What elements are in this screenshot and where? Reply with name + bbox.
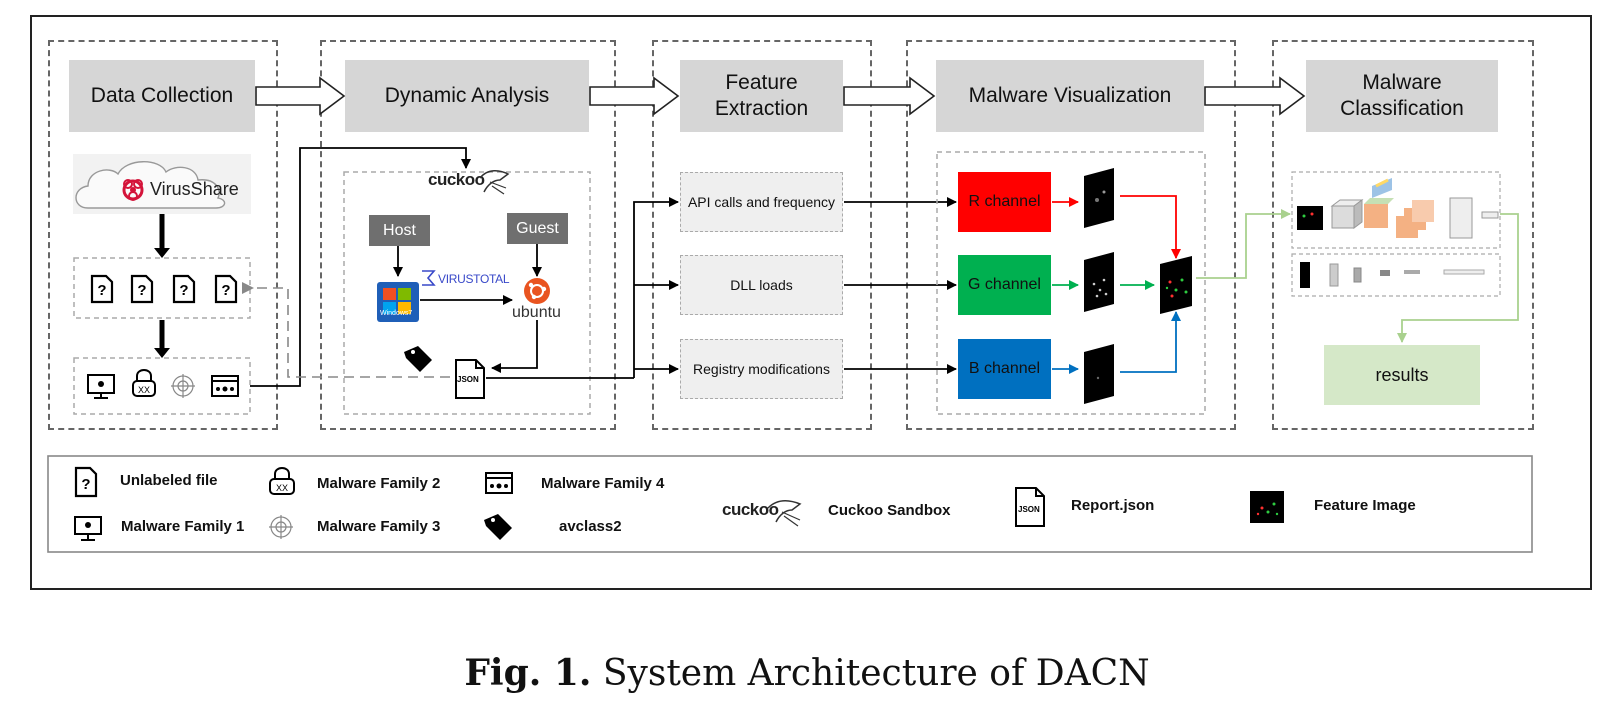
legend-report: Report.json (1071, 497, 1155, 514)
feature-dll-loads: DLL loads (680, 255, 843, 315)
json-file-label: JSON (457, 375, 479, 384)
guest-box: Guest (507, 213, 568, 244)
results-label: results (1375, 364, 1429, 385)
cloud-icon (73, 154, 251, 214)
r-channel-label: R channel (968, 193, 1041, 210)
legend-family-2: Malware Family 2 (317, 475, 441, 492)
feature-image-icon (1250, 491, 1284, 523)
biohazard-icon (122, 179, 144, 201)
caption-text: System Architecture of DACN (602, 653, 1150, 694)
g-channel-image (1084, 252, 1114, 312)
window-bug-icon (485, 472, 513, 494)
svg-text:?: ? (81, 476, 90, 493)
stage-malware-classification (1272, 40, 1534, 430)
svg-text:XX: XX (138, 385, 150, 395)
combined-feature-image (1160, 256, 1192, 314)
stage-data-collection (48, 40, 278, 430)
diagram-frame (30, 15, 1592, 590)
json-file-icon (1015, 487, 1045, 527)
caption-label: Fig. 1. (464, 652, 592, 694)
tag-icon (484, 514, 512, 540)
feature-registry: Registry modifications (680, 339, 843, 399)
legend-family-1: Malware Family 1 (121, 518, 245, 535)
header-data-collection: Data Collection (69, 60, 255, 132)
svg-text:?: ? (137, 282, 146, 299)
header-malware-visualization: Malware Visualization (936, 60, 1204, 132)
svg-text:?: ? (221, 282, 230, 299)
stage-arrow-2 (589, 76, 680, 116)
windows-logo-icon (377, 282, 419, 322)
svg-text:?: ? (179, 282, 188, 299)
virusshare-label: VirusShare (150, 179, 239, 199)
json-file-icon (455, 359, 485, 399)
b-channel-label: B channel (968, 360, 1041, 377)
header-dynamic-analysis: Dynamic Analysis (345, 60, 589, 132)
virustotal-label: VIRUSTOTAL (438, 272, 510, 286)
g-channel-box (958, 255, 1051, 315)
ubuntu-label: ubuntu (512, 304, 561, 321)
windows-badge: Windows7 (380, 310, 413, 317)
target-bug-icon (269, 515, 293, 539)
tag-icon (404, 346, 432, 372)
svg-text:XX: XX (276, 483, 288, 493)
question-file-icon: ? (74, 466, 98, 498)
legend-family-3: Malware Family 3 (317, 518, 441, 535)
window-bug-icon (211, 375, 239, 397)
host-box: Host (369, 215, 430, 246)
lock-bug-icon: XX (269, 467, 295, 495)
figure-caption: Fig. 1. System Architecture of DACN (0, 652, 1614, 694)
stage-arrow-1 (255, 76, 346, 116)
b-channel-box (958, 339, 1051, 399)
legend-family-4: Malware Family 4 (541, 475, 665, 492)
legend-avclass: avclass2 (559, 518, 622, 535)
ubuntu-logo-icon (524, 278, 550, 304)
stage-arrow-3 (843, 76, 936, 116)
header-malware-classification: Malware Classification (1306, 60, 1498, 132)
stage-malware-visualization (906, 40, 1236, 430)
cuckoo-bird-icon (767, 500, 802, 527)
results-box (1324, 345, 1480, 405)
legend-report-icon-label: JSON (1018, 505, 1040, 514)
legend-cuckoo-logo: cuckoo (722, 500, 779, 519)
monitor-bug-icon (74, 516, 102, 541)
lock-bug-icon: XX (132, 369, 156, 397)
g-channel-label: G channel (968, 276, 1041, 293)
stage-dynamic-analysis (320, 40, 616, 430)
stage-feature-extraction (652, 40, 872, 430)
cuckoo-logo: cuckoo (428, 170, 485, 189)
stage-arrow-4 (1204, 76, 1306, 116)
question-file-icon (90, 274, 238, 304)
target-bug-icon (171, 374, 195, 398)
legend-cuckoo: Cuckoo Sandbox (828, 502, 951, 519)
r-channel-image (1084, 168, 1114, 228)
b-channel-image (1084, 344, 1114, 404)
feature-api-calls: API calls and frequency (680, 172, 843, 232)
virustotal-icon (422, 270, 436, 286)
legend-unlabeled: Unlabeled file (120, 472, 218, 489)
svg-text:?: ? (97, 282, 106, 299)
legend-feature-image: Feature Image (1314, 497, 1416, 514)
r-channel-box (958, 172, 1051, 232)
header-feature-extraction: Feature Extraction (680, 60, 843, 132)
cuckoo-bird-icon (479, 170, 510, 195)
cnn-architecture-icon (1297, 178, 1499, 288)
monitor-bug-icon (87, 374, 115, 399)
